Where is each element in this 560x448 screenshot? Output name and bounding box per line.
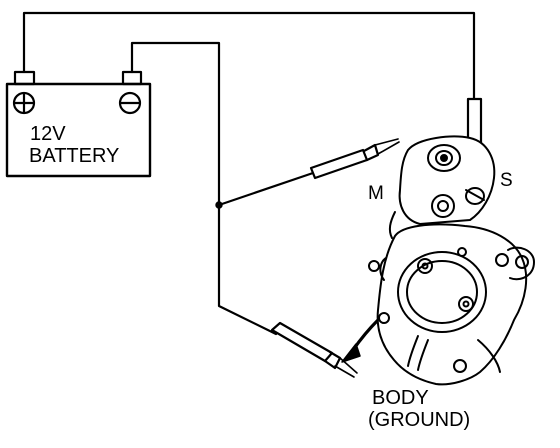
battery-voltage-label: 12V [30,123,66,145]
m-terminal-label: M [368,183,384,204]
negative-wire [130,41,278,336]
starter-motor-icon [368,135,535,386]
positive-terminal-post [13,70,36,86]
ground-label-line1: BODY [372,387,429,409]
upper-probe-wire [217,171,315,207]
negative-terminal-post [121,70,143,86]
positive-wire [22,11,476,101]
s-terminal-label: S [500,170,513,191]
arrow-icon [341,318,380,363]
plus-terminal-icon [12,91,36,115]
minus-terminal-icon [118,91,142,115]
battery-name-label: BATTERY [29,145,120,167]
ground-label-line2: (GROUND) [368,409,471,431]
test-probe-icon [309,138,400,180]
test-probe-icon [270,321,358,378]
